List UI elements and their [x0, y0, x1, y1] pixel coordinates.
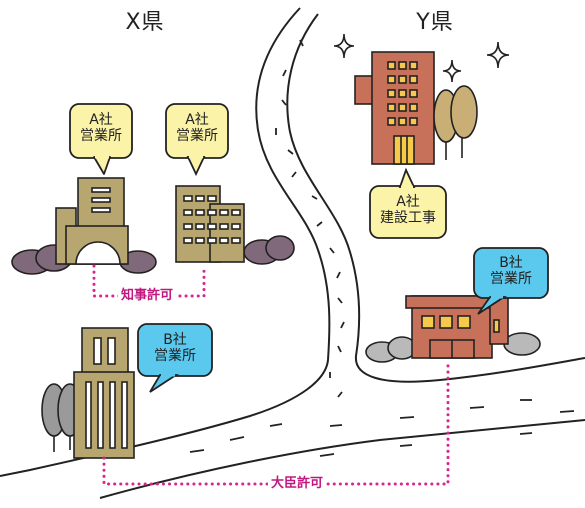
a-construction-building	[354, 51, 435, 165]
bubble-a-construction: A社 建設工事	[370, 194, 446, 226]
a-office-2-building	[175, 185, 295, 265]
bubble-line: A社	[396, 194, 420, 210]
bubble-b-office-y: B社 営業所	[474, 255, 548, 287]
bubble-shapes	[69, 103, 549, 393]
bubble-line: B社	[163, 332, 187, 348]
river-bank-left	[0, 7, 331, 477]
b-office-y-building	[365, 295, 541, 363]
bubble-a-office-2: A社 営業所	[166, 112, 228, 144]
bubble-line: 営業所	[176, 128, 218, 145]
bubble-line: 営業所	[154, 348, 196, 365]
governor-permit-label: 知事許可	[118, 288, 177, 304]
bubble-line: A社	[89, 112, 113, 128]
bubble-line: B社	[499, 255, 523, 271]
prefecture-y-label: Y県	[416, 10, 454, 35]
a-office-1-building	[11, 177, 157, 275]
sparkle-icon	[442, 59, 462, 83]
bubble-line: 営業所	[80, 128, 122, 145]
river-flow-marks	[189, 39, 575, 457]
bubble-a-office-1: A社 営業所	[70, 112, 132, 144]
river-bank-right	[286, 13, 585, 383]
sparkle-icons	[333, 33, 510, 83]
sparkle-icon	[333, 33, 355, 59]
prefecture-x-label: X県	[125, 10, 165, 35]
minister-permit-label: 大臣許可	[268, 476, 327, 492]
b-office-x-building	[41, 327, 135, 459]
river-bank-bottom	[99, 419, 585, 499]
bubble-b-office-x: B社 営業所	[138, 332, 212, 364]
bubble-line: 営業所	[490, 271, 532, 288]
sparkle-icon	[486, 41, 510, 69]
trees-y	[433, 85, 478, 160]
bubble-line: A社	[185, 112, 209, 128]
minister-permit-line	[102, 358, 450, 486]
river	[0, 7, 585, 499]
bubble-line: 建設工事	[380, 210, 436, 227]
